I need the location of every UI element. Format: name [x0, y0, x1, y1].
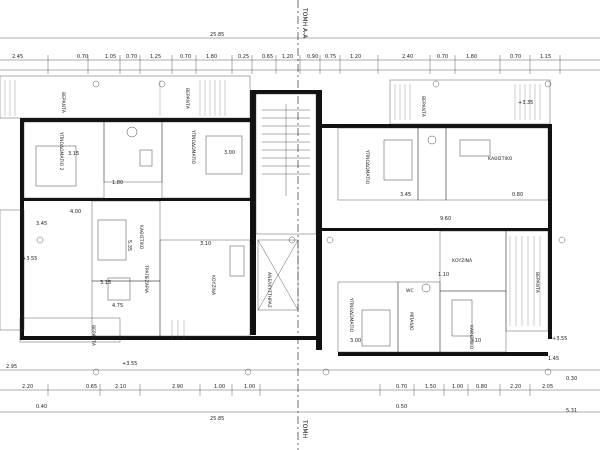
dim-inner-10: 9.60	[440, 216, 451, 222]
dim-t3: 0.70	[126, 54, 137, 60]
dim-inner-0: 3.15	[68, 151, 79, 157]
balcony-label-bottom: ΒΕΡΑΝΤΑ	[90, 325, 96, 347]
room-living-lower: ΚΑΘΙΣΤΙΚΟ	[468, 325, 474, 350]
dim-b3: 2.90	[172, 384, 183, 390]
right-apartment: ΥΠΝΟΔΩΜΑΤΙΟ ΚΑΘΙΣΤΙΚΟ 3.45 9.60 0.80 ΚΟΥ…	[337, 127, 567, 353]
dim-t4: 1.25	[150, 54, 161, 60]
dim-misc-11: 1.45	[548, 356, 559, 362]
dim-b6: 0.70	[396, 384, 407, 390]
dim-inner-3: 4.00	[70, 209, 81, 215]
dim-misc-10: 2.95	[6, 364, 17, 370]
exterior-walls	[20, 90, 552, 356]
dim-t5: 0.70	[180, 54, 191, 60]
dim-t0: 2.45	[12, 54, 23, 60]
dim-inner-13: 0.80	[512, 192, 523, 198]
bottom-dimension-chain: 2.20 0.65 2.10 2.90 1.00 1.00 0.70 1.50 …	[0, 356, 600, 422]
dim-t7: 0.25	[238, 54, 249, 60]
dim-t15: 1.80	[466, 54, 477, 60]
level-2: +3.55	[552, 336, 567, 342]
bottom-total-dim: 25.85	[210, 416, 224, 422]
level-3: +3.55	[122, 361, 137, 367]
dim-t1: 0.70	[77, 54, 88, 60]
left-apartment: ΥΠΝΟΔΩΜΑΤΙΟ 2 3.15 1.80 ΥΠΝΟΔΩΜΑΤΙΟ 3.00…	[0, 121, 251, 337]
room-bedroom-r: ΥΠΝΟΔΩΜΑΤΙΟ	[364, 149, 370, 185]
dim-t9: 1.20	[282, 54, 293, 60]
dim-inner-0b: 3.00	[350, 338, 361, 344]
dim-t16: 0.70	[510, 54, 521, 60]
room-elevator: ΑΝΕΛΚΥΣΤΗΡΑΣ	[266, 272, 272, 308]
dim-b5: 1.00	[244, 384, 255, 390]
dim-b1: 0.65	[86, 384, 97, 390]
level-0: +3.55	[22, 256, 37, 262]
balcony-label-1: ΒΕΡΑΝΤΑ	[60, 92, 66, 114]
balcony-top-left: ΒΕΡΑΝΤΑ ΒΕΡΑΝΤΑ	[0, 75, 251, 119]
dim-t2: 1.05	[105, 54, 116, 60]
room-bedroom-lower: ΥΠΝΟΔΩΜΑΤΙΟ	[348, 297, 354, 333]
dim-inner-8: 3.10	[200, 241, 211, 247]
dim-inner-8b: 3.10	[470, 338, 481, 344]
room-kitchen: ΚΟΥΖΙΝΑ	[210, 275, 216, 296]
dim-b11: 2.05	[542, 384, 553, 390]
dim-t14: 0.70	[437, 54, 448, 60]
balcony-label-2: ΒΕΡΑΝΤΑ	[184, 88, 190, 110]
room-living: ΚΑΘΙΣΤΙΚΟ	[138, 225, 144, 250]
dim-b8: 1.00	[452, 384, 463, 390]
dim-inner-11: 3.45	[400, 192, 411, 198]
dim-inner-5: 5.35	[126, 240, 132, 251]
stair-core: ΑΝΕΛΚΥΣΤΗΡΑΣ	[255, 93, 317, 311]
dim-misc-7: 0.50	[396, 404, 407, 410]
level-1: +3.35	[518, 100, 533, 106]
dim-inner-12: 1.10	[438, 272, 449, 278]
room-bedroom-master: ΥΠΝΟΔΩΜΑΤΙΟ	[190, 129, 196, 165]
dim-b10: 2.20	[510, 384, 521, 390]
room-bath: ΜΠΑΝΙΟ	[408, 312, 414, 331]
dim-t12: 1.20	[350, 54, 361, 60]
room-living-r: ΚΑΘΙΣΤΙΚΟ	[488, 156, 513, 162]
dim-inner-6: 3.15	[100, 280, 111, 286]
balcony-top-right: ΒΕΡΑΝΤΑ +3.35	[389, 79, 551, 125]
grid-markers	[36, 80, 566, 376]
dim-inner-2: 1.80	[112, 180, 123, 186]
top-dimension-chain: 25.85 2.45 0.70 1.05 0.70 1.25 0.70 1.80…	[0, 32, 600, 74]
room-kitchen-r: ΚΟΥΖΙΝΑ	[452, 258, 473, 264]
dim-inner-1: 3.45	[36, 221, 47, 227]
dim-t8: 0.65	[262, 54, 273, 60]
dim-t11: 0.75	[325, 54, 336, 60]
dim-inner-x: 3.00	[224, 150, 235, 156]
section-label-top: ΤΟΜΗ Α-Α	[301, 7, 308, 39]
room-wc: WC	[406, 288, 414, 294]
dim-t10: 0.90	[307, 54, 318, 60]
dim-t13: 2.40	[402, 54, 413, 60]
balcony-label-r: ΒΕΡΑΝΤΑ	[420, 96, 426, 118]
dim-inner-7: 4.75	[112, 303, 123, 309]
dim-misc-6: 0.40	[36, 404, 47, 410]
balcony-bottom: ΒΕΡΑΝΤΑ +3.55	[19, 317, 185, 367]
dim-t17: 1.15	[540, 54, 551, 60]
section-line-top: ΤΟΜΗ Α-Α ΤΟΜΗ	[297, 0, 308, 450]
dim-b0: 2.20	[22, 384, 33, 390]
dim-misc-9: 5.31	[566, 408, 577, 414]
top-total-dim: 25.85	[210, 32, 224, 38]
room-balcony-lower: ΒΕΡΑΝΤΑ	[534, 272, 540, 294]
room-dining: ΤΡΑΠΕΖΑΡΙΑ	[143, 264, 149, 294]
dim-t6: 1.80	[206, 54, 217, 60]
dim-misc-8: 0.30	[566, 376, 577, 382]
dim-b7: 1.50	[425, 384, 436, 390]
dim-b9: 0.80	[476, 384, 487, 390]
section-label-bottom: ΤΟΜΗ	[301, 419, 308, 438]
room-bedroom-2: ΥΠΝΟΔΩΜΑΤΙΟ 2	[58, 131, 64, 171]
dim-b2: 2.10	[115, 384, 126, 390]
dim-b4: 1.00	[214, 384, 225, 390]
